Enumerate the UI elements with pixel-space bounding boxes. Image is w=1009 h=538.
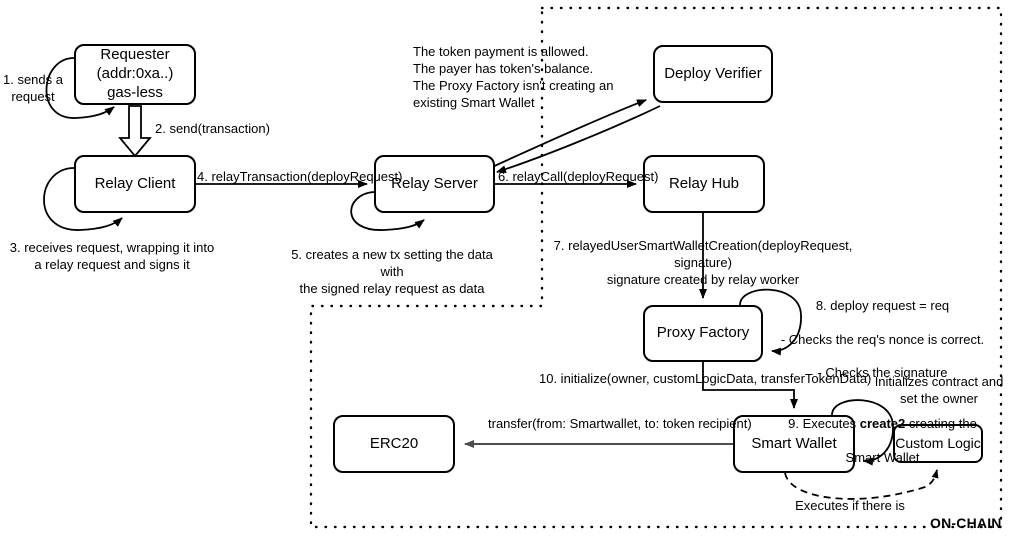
edge-verifier-response-arrow xyxy=(496,105,661,174)
node-relay-server[interactable]: Relay Server xyxy=(374,155,495,213)
edge-step2-arrow xyxy=(118,105,152,158)
node-custom-logic-label: Custom Logic xyxy=(895,434,981,451)
node-requester-label: Requester (addr:0xa..) gas-less xyxy=(96,46,174,101)
note-factory-checks-line4-post: creating the xyxy=(905,416,977,432)
node-proxy-factory-label: Proxy Factory xyxy=(656,324,750,342)
node-deploy-verifier[interactable]: Deploy Verifier xyxy=(653,45,773,103)
label-executes-if: Executes if there is xyxy=(795,498,905,513)
node-relay-client-label: Relay Client xyxy=(94,174,176,192)
on-chain-label: ON-CHAIN xyxy=(930,515,1002,531)
label-step3: 3. receives request, wrapping it into a … xyxy=(9,240,215,272)
label-step6: 6. relayCall(deployRequest) xyxy=(498,169,659,184)
node-relay-hub-label: Relay Hub xyxy=(668,174,740,192)
node-relay-hub[interactable]: Relay Hub xyxy=(643,155,765,213)
label-step7: 7. relayedUserSmartWalletCreation(deploy… xyxy=(553,238,853,287)
label-step10: 10. initialize(owner, customLogicData, t… xyxy=(539,371,872,386)
label-transfer: transfer(from: Smartwallet, to: token re… xyxy=(488,416,752,431)
note-factory-checks-line5: Smart Wallet xyxy=(845,449,920,465)
node-relay-client[interactable]: Relay Client xyxy=(74,155,196,213)
note-factory-checks-line4-pre: 9. Executes xyxy=(788,416,860,432)
node-relay-server-label: Relay Server xyxy=(391,174,478,192)
label-step2: 2. send(transaction) xyxy=(155,121,270,136)
node-custom-logic[interactable]: Custom Logic xyxy=(893,424,983,463)
node-proxy-factory[interactable]: Proxy Factory xyxy=(643,305,763,362)
note-factory-checks-line1: 8. deploy request = req xyxy=(815,297,950,313)
note-factory-checks: 8. deploy request = req - Checks the req… xyxy=(770,281,995,484)
node-deploy-verifier-label: Deploy Verifier xyxy=(664,64,762,82)
note-factory-checks-line2: - Checks the req's nonce is correct. xyxy=(780,331,985,347)
note-factory-checks-line4: 9. Executes create2 creating the xyxy=(770,399,995,433)
node-erc20-label: ERC20 xyxy=(369,434,419,452)
node-smart-wallet-label: Smart Wallet xyxy=(751,434,837,452)
label-step1: 1. sends a request xyxy=(3,72,63,104)
label-step5: 5. creates a new tx setting the data wit… xyxy=(291,247,493,296)
note-factory-checks-create2: create2 xyxy=(859,416,906,432)
note-initializes-contract: Initializes contract and set the owner xyxy=(874,374,1004,406)
note-verifier-conditions: The token payment is allowed. The payer … xyxy=(413,44,614,110)
node-requester[interactable]: Requester (addr:0xa..) gas-less xyxy=(74,44,196,105)
note-factory-checks-line3: - Checks the signature xyxy=(817,365,948,381)
node-smart-wallet[interactable]: Smart Wallet xyxy=(733,415,855,473)
node-erc20[interactable]: ERC20 xyxy=(333,415,455,473)
label-step4: 4. relayTransaction(deployRequest) xyxy=(197,169,403,184)
